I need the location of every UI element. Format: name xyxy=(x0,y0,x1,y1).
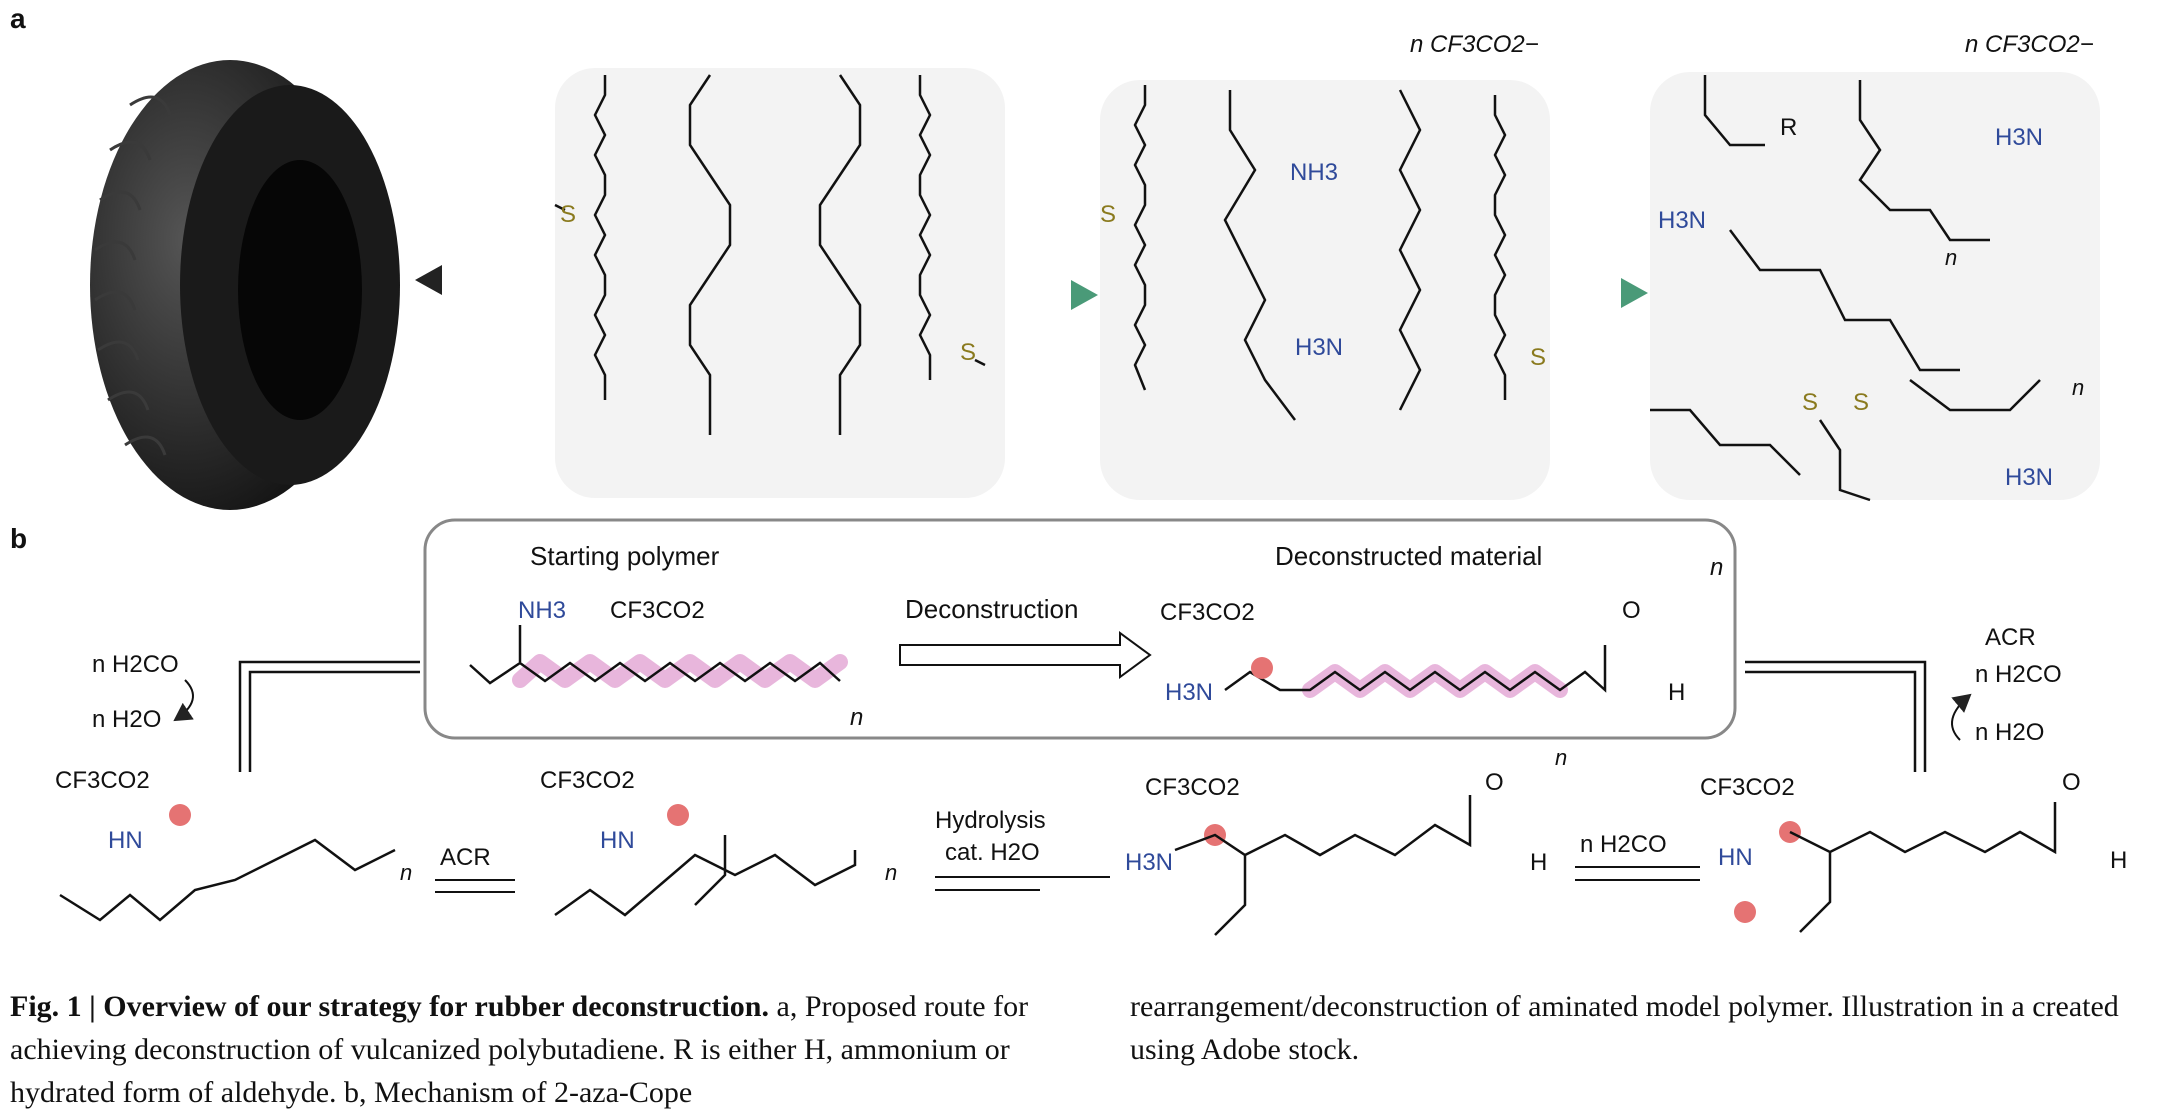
mid-n: n xyxy=(885,860,897,885)
r-group-label: R xyxy=(1780,114,1797,141)
left-h2co: n H2CO xyxy=(92,651,179,678)
deconstruction-label: Deconstruction xyxy=(905,594,1078,624)
sulfur-label-4: S xyxy=(1530,344,1546,371)
caption-col-1: Fig. 1 | Overview of our strategy for ru… xyxy=(10,985,1040,1114)
box-h: H xyxy=(1668,679,1685,706)
structure-box-deconstructed: n CF3CO2− R H3N H3N H3N S S n n xyxy=(1650,31,2100,502)
starting-polymer-label: Starting polymer xyxy=(530,541,720,571)
mid-h3n: H3N xyxy=(1125,849,1173,876)
deconstructed-material-label: Deconstructed material xyxy=(1275,541,1542,571)
cat-h2o-label: cat. H2O xyxy=(945,839,1040,866)
amine-label-a1: NH3 xyxy=(1290,159,1338,186)
sulfur-label-5: S xyxy=(1802,389,1818,416)
right-h2co-top: n H2CO xyxy=(1975,661,2062,688)
box-n-left: n xyxy=(850,704,863,731)
right-h2o: n H2O xyxy=(1975,719,2044,746)
sulfur-label-6: S xyxy=(1853,389,1869,416)
structure-box-aminated: n CF3CO2− NH3 H3N S S xyxy=(1100,31,1550,500)
sulfur-label-2: S xyxy=(960,339,976,366)
subscript-n-a2: n xyxy=(2072,375,2084,400)
caption-col1-text: a, Proposed route for achieving deconstr… xyxy=(10,990,1029,1109)
mid-n-right: n xyxy=(1555,745,1567,770)
panel-label-a: a xyxy=(10,3,26,34)
right-h: H xyxy=(2110,847,2127,874)
box-h3n: H3N xyxy=(1165,679,1213,706)
mid-h: H xyxy=(1530,849,1547,876)
mid-cf3co2: CF3CO2 xyxy=(540,767,635,794)
right-acr: ACR xyxy=(1985,624,2036,651)
amine-label-a2: H3N xyxy=(1295,334,1343,361)
mid-o: O xyxy=(1485,769,1504,796)
structure-box-vulcanized: S S xyxy=(554,68,1005,498)
caption-col2-text: rearrangement/deconstruction of aminated… xyxy=(1130,990,2119,1066)
right-o: O xyxy=(2062,769,2081,796)
caption-fig-label: Fig. 1 | Overview of our strategy for ru… xyxy=(10,990,769,1023)
right-h2co-eq: n H2CO xyxy=(1580,831,1667,858)
mid-cf3co2-right: CF3CO2 xyxy=(1145,774,1240,801)
tire-illustration xyxy=(90,60,400,510)
highlight-dot-right2 xyxy=(1734,901,1756,923)
deconstruction-box: Starting polymer Deconstructed material … xyxy=(423,518,1737,740)
right-mechanism: ACR n H2CO n H2O n H2CO CF3CO2 HN O H xyxy=(1575,624,2127,933)
caption-col-2: rearrangement/deconstruction of aminated… xyxy=(1130,985,2160,1071)
highlight-dot-mid xyxy=(667,804,689,826)
box-cf3co2-right: CF3CO2 xyxy=(1160,599,1255,626)
middle-mechanism: CF3CO2 HN n Hydrolysis cat. H2O CF3CO2 H… xyxy=(540,745,1567,936)
left-mechanism: n H2CO n H2O CF3CO2 HN ACR n xyxy=(55,651,515,922)
left-h2o: n H2O xyxy=(92,706,161,733)
highlight-dot-box xyxy=(1251,657,1273,679)
subscript-n-a1: n xyxy=(1945,245,1957,270)
left-acr: ACR xyxy=(440,844,491,871)
left-hn: HN xyxy=(108,827,143,854)
panel-label-b: b xyxy=(10,523,27,554)
box-cf3co2-left: CF3CO2 xyxy=(610,597,705,624)
highlight-dot-left xyxy=(169,804,191,826)
mid-hn: HN xyxy=(600,827,635,854)
sulfur-label-1: S xyxy=(560,201,576,228)
left-n: n xyxy=(400,860,412,885)
right-hn: HN xyxy=(1718,844,1753,871)
amine-label-a3: H3N xyxy=(1995,124,2043,151)
right-cf3co2: CF3CO2 xyxy=(1700,774,1795,801)
counter-ion-a1: n CF3CO2− xyxy=(1410,31,1539,58)
counter-ion-a2: n CF3CO2− xyxy=(1965,31,2094,58)
hydrolysis-label: Hydrolysis xyxy=(935,807,1046,834)
open-arrow xyxy=(899,631,1152,679)
box-o: O xyxy=(1622,597,1641,624)
amine-label-a5: H3N xyxy=(2005,464,2053,491)
left-cf3co2: CF3CO2 xyxy=(55,767,150,794)
box-n-right: n xyxy=(1710,554,1723,581)
box-nh3: NH3 xyxy=(518,597,566,624)
sulfur-label-3: S xyxy=(1100,201,1116,228)
amine-label-a4: H3N xyxy=(1658,207,1706,234)
